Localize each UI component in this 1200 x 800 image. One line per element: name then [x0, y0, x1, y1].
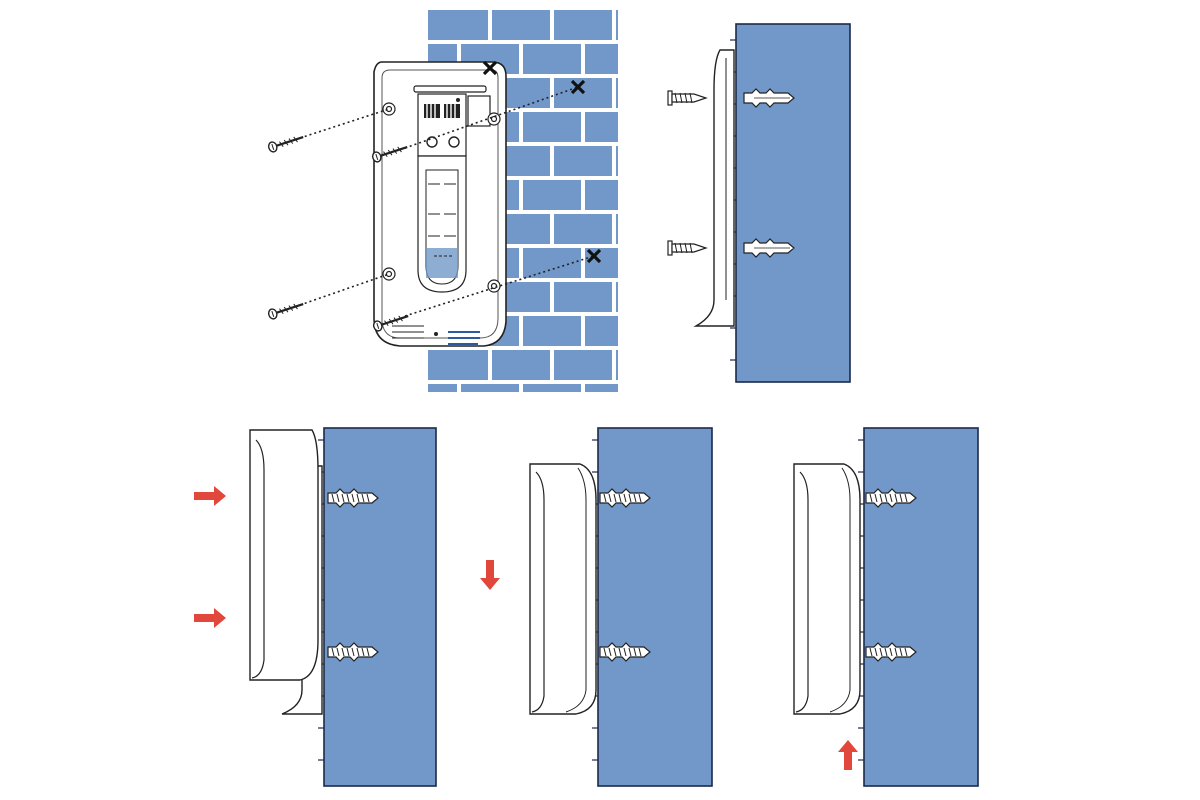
- doorbell-unit: [793, 463, 861, 715]
- step-2-bracket-side-view: [667, 23, 851, 383]
- doorbell-unit: [249, 429, 319, 681]
- bracket-profile: [693, 49, 735, 327]
- wall-section: [735, 23, 851, 383]
- doorbell-unit: [529, 463, 597, 715]
- step-4-slide-down: [480, 427, 713, 787]
- arrow-down-icon: [480, 560, 500, 590]
- screw-icon: [266, 131, 306, 155]
- arrow-right-icon: [194, 608, 226, 628]
- wall-section: [323, 427, 437, 787]
- step-5-lock-up: [793, 427, 979, 787]
- arrow-right-icon: [194, 486, 226, 506]
- screw-icon: [266, 298, 306, 322]
- mounting-bracket: [370, 61, 507, 347]
- wall-section: [863, 427, 979, 787]
- step-1-bracket-on-wall: [266, 6, 618, 392]
- arrow-up-icon: [838, 740, 858, 770]
- wall-section: [597, 427, 713, 787]
- screw-icon: [667, 240, 707, 256]
- step-3-push-doorbell: [194, 427, 437, 787]
- alignment-lines: [299, 86, 595, 317]
- screw-icon: [667, 90, 707, 106]
- terminal-block: [424, 104, 460, 118]
